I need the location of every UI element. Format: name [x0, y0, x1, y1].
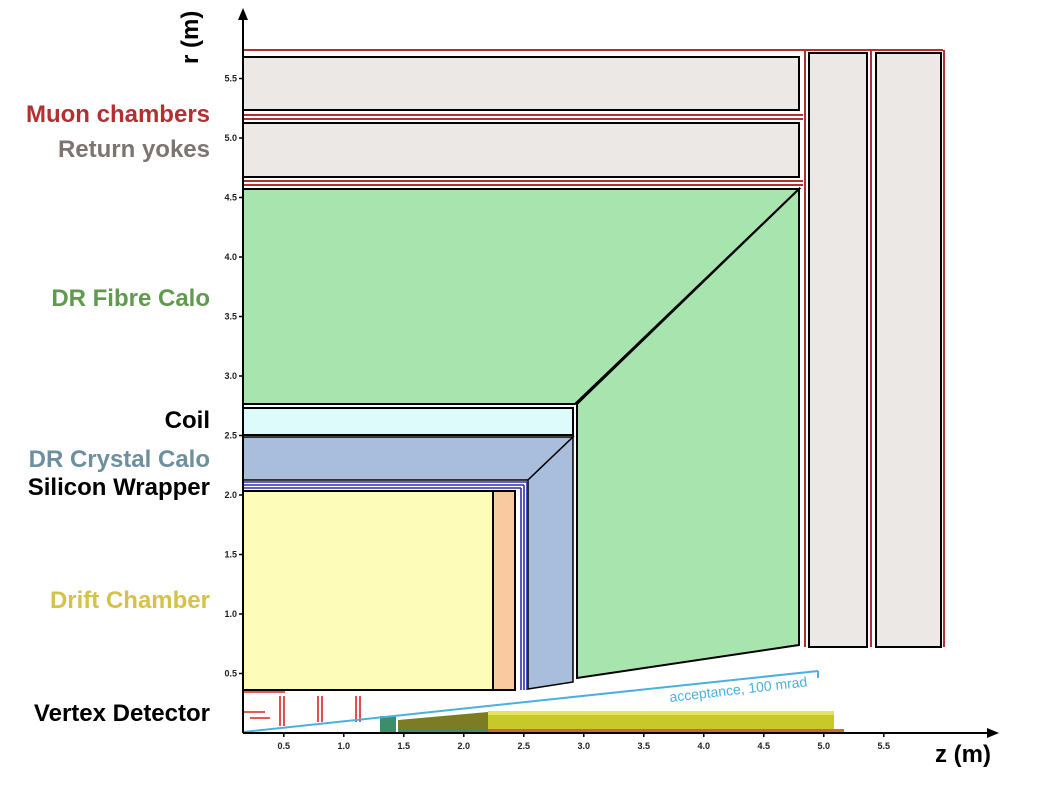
x-tick-label: 1.5 — [398, 741, 411, 751]
lumical-block — [380, 716, 396, 732]
x-tick-label: 0.5 — [278, 741, 291, 751]
dr-fibre-calo-label: DR Fibre Calo — [51, 285, 210, 312]
y-tick-label: 2.5 — [224, 431, 237, 441]
y-tick-label: 5.5 — [224, 74, 237, 84]
y-tick-label: 3.5 — [224, 312, 237, 322]
muon-chambers-label: Muon chambers — [25, 101, 210, 128]
beam-pipe-inner — [398, 729, 488, 732]
coil — [242, 407, 574, 436]
y-axis-title: r (m) — [177, 11, 204, 64]
coil-label: Coil — [164, 407, 210, 434]
silicon-wrapper — [243, 481, 528, 690]
beam-element — [488, 711, 834, 729]
acceptance-label: acceptance, 100 mrad — [669, 673, 808, 705]
x-axis-arrow — [987, 728, 999, 738]
x-tick-label: 3.5 — [638, 741, 651, 751]
y-axis-arrow — [238, 8, 248, 20]
y-tick-label: 1.5 — [224, 550, 237, 560]
dr-fibre-calo — [242, 186, 802, 680]
y-tick-label: 1.0 — [224, 609, 237, 619]
x-tick-label: 2.5 — [518, 741, 531, 751]
x-ticks: 0.5 1.0 1.5 2.0 2.5 3.0 3.5 4.0 4.5 5.0 5.5 — [278, 733, 891, 751]
muon-chambers — [243, 49, 945, 647]
dr-crystal-calo-label: DR Crystal Calo — [28, 446, 210, 473]
x-tick-label: 2.0 — [458, 741, 471, 751]
drift-chamber — [242, 490, 516, 691]
x-tick-label: 4.0 — [698, 741, 711, 751]
beam-pipe — [488, 729, 844, 733]
silicon-wrapper-label: Silicon Wrapper — [27, 474, 210, 501]
x-tick-label: 1.0 — [338, 741, 351, 751]
y-tick-label: 0.5 — [224, 669, 237, 679]
y-ticks: 0.5 1.0 1.5 2.0 2.5 3.0 3.5 4.0 4.5 5.0 5.5 — [224, 74, 243, 679]
y-tick-label: 5.0 — [224, 133, 237, 143]
x-axis-title: z (m) — [935, 741, 991, 768]
return-yokes — [242, 52, 942, 648]
y-tick-label: 3.0 — [224, 371, 237, 381]
x-tick-label: 5.0 — [818, 741, 831, 751]
x-tick-label: 5.5 — [878, 741, 891, 751]
vertex-detector — [243, 691, 844, 733]
y-tick-label: 4.5 — [224, 193, 237, 203]
drift-chamber-label: Drift Chamber — [49, 587, 210, 614]
y-tick-label: 2.0 — [224, 490, 237, 500]
beam-element-top — [488, 711, 834, 715]
dr-crystal-calo — [242, 435, 575, 690]
x-tick-label: 3.0 — [578, 741, 591, 751]
forward-cone — [398, 712, 488, 732]
x-tick-label: 4.5 — [758, 741, 771, 751]
vertex-detector-label: Vertex Detector — [33, 700, 210, 727]
y-tick-label: 4.0 — [224, 252, 237, 262]
return-yokes-label: Return yokes — [57, 136, 210, 163]
